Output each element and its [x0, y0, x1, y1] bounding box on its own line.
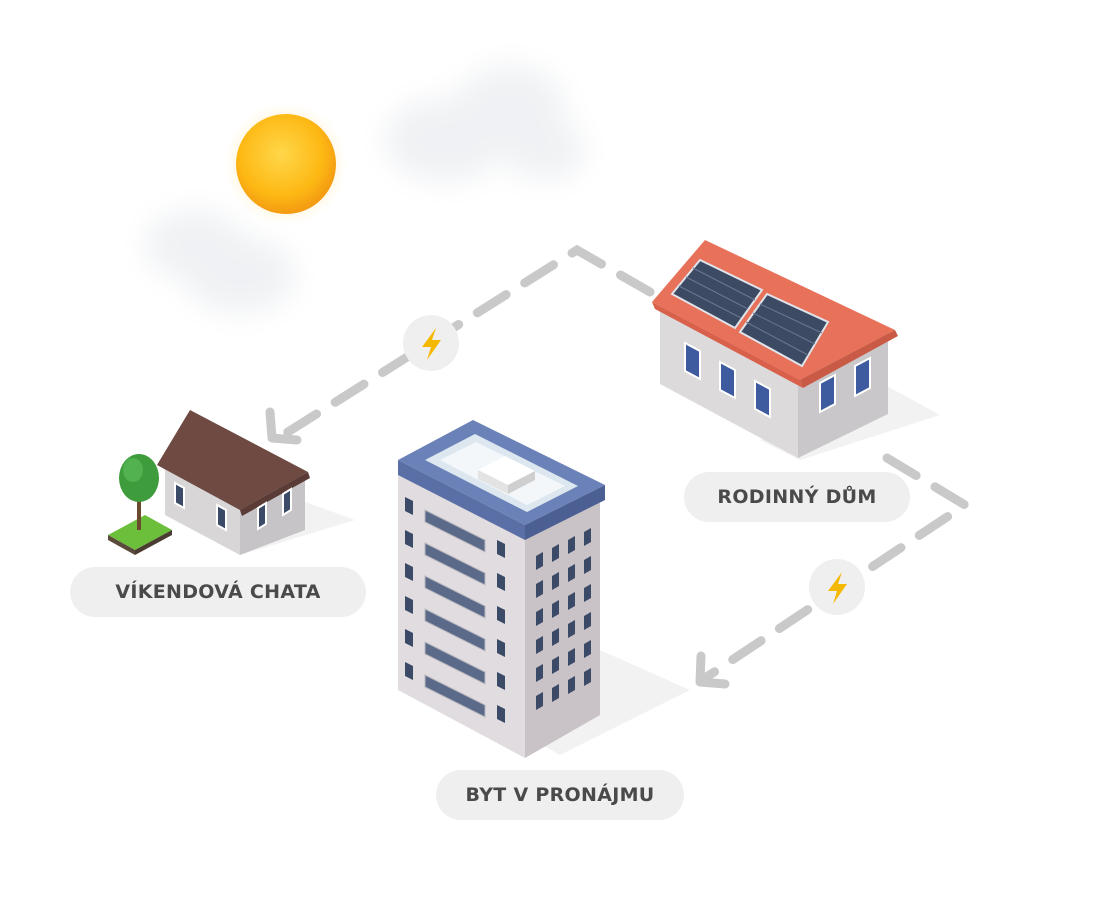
solar-panel-icon [670, 258, 830, 368]
arrow-icon [265, 407, 302, 445]
label-rental-apartment: BYT V PRONÁJMU [436, 770, 684, 820]
sun-icon [224, 102, 348, 226]
weekend-cottage [108, 410, 355, 555]
arrow-icon [695, 651, 730, 689]
apartment-building [398, 420, 690, 758]
label-weekend-cottage: VÍKENDOVÁ CHATA [70, 567, 366, 617]
tree-icon [119, 454, 159, 530]
clouds [145, 65, 585, 313]
family-house [652, 240, 940, 460]
lightning-bolt-icon [809, 559, 865, 615]
energy-flow-house-to-cottage [265, 244, 655, 445]
energy-flow-house-to-apartment [695, 453, 974, 689]
lightning-bolt-icon [403, 315, 459, 371]
label-family-house: RODINNÝ DŮM [684, 472, 910, 522]
